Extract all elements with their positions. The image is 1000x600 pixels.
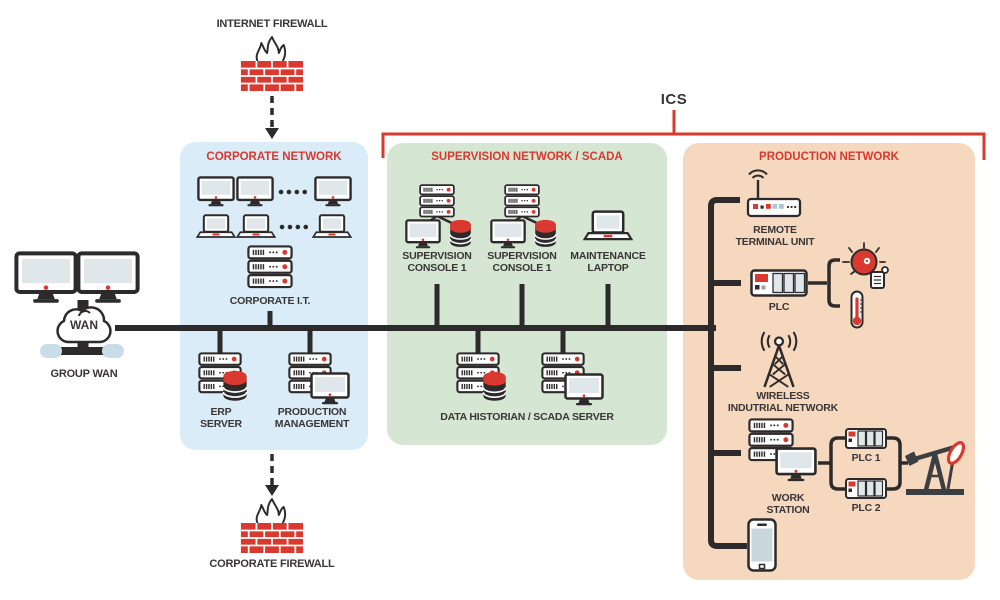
supervision-console-server-icon xyxy=(504,184,540,218)
laptop-icon xyxy=(236,214,276,240)
plc-label: PLC xyxy=(768,301,790,313)
wan-cloud-label: WAN xyxy=(70,318,98,332)
ics-label: ICS xyxy=(660,91,688,108)
data-historian-database-icon xyxy=(482,371,507,403)
maintenance-laptop-label: MAINTENANCE LAPTOP xyxy=(570,250,646,275)
internet-firewall-label: INTERNET FIREWALL xyxy=(216,18,328,30)
workstation-monitor-icon xyxy=(775,447,817,482)
plc1-icon xyxy=(845,428,887,449)
scada-server-monitor-icon xyxy=(564,373,604,406)
desktop-monitor-icon xyxy=(236,176,274,207)
production-network-zone xyxy=(683,143,975,580)
laptop-icon xyxy=(312,214,352,240)
laptop-icon xyxy=(196,214,236,240)
desktop-monitor-icon xyxy=(314,176,352,207)
plc1-label: PLC 1 xyxy=(851,452,881,464)
supervision-console2-label: SUPERVISION CONSOLE 1 xyxy=(487,250,557,275)
supervision-console-server-icon xyxy=(419,184,455,218)
maintenance-laptop-icon xyxy=(583,210,633,243)
production-management-monitor-icon xyxy=(310,372,350,405)
thermometer-icon xyxy=(847,290,867,334)
plc-icon xyxy=(750,269,808,297)
erp-database-icon xyxy=(222,370,248,403)
smartphone-icon xyxy=(747,518,777,572)
group-wan-label: GROUP WAN xyxy=(50,368,118,380)
supervision-console-database-icon xyxy=(534,219,557,249)
supervision-network-title: SUPERVISION NETWORK / SCADA xyxy=(431,151,623,163)
corporate-network-title: CORPORATE NETWORK xyxy=(206,151,342,163)
corporate-firewall-icon xyxy=(238,497,306,555)
radio-tower-icon xyxy=(751,329,807,389)
supervision-console1-label: SUPERVISION CONSOLE 1 xyxy=(402,250,472,275)
wan-monitor-icon xyxy=(76,251,140,304)
erp-server-label: ERP SERVER xyxy=(200,406,242,431)
supervision-console-monitor-icon xyxy=(490,219,526,249)
wan-monitor-icon xyxy=(14,251,78,304)
data-historian-label: DATA HISTORIAN / SCADA SERVER xyxy=(440,411,614,423)
desktop-monitor-icon xyxy=(197,176,235,207)
wireless-network-label: WIRELESS INDUTRIAL NETWORK xyxy=(727,390,839,415)
internet-firewall-icon xyxy=(238,35,306,93)
production-trunk-line xyxy=(708,197,747,549)
corporate-it-server-icon xyxy=(247,245,293,289)
corporate-it-label: CORPORATE I.T. xyxy=(229,295,311,307)
production-management-label: PRODUCTION MANAGEMENT xyxy=(274,406,350,431)
oil-pumpjack-icon xyxy=(904,434,970,496)
supervision-console-monitor-icon xyxy=(405,219,441,249)
production-network-title: PRODUCTION NETWORK xyxy=(759,151,899,163)
wan-cloud-icon xyxy=(48,299,120,349)
plc2-icon xyxy=(845,478,887,499)
remote-terminal-unit-icon xyxy=(742,166,806,218)
alarm-bell-icon xyxy=(840,242,894,292)
workstation-label: WORK STATION xyxy=(766,492,810,517)
plc2-label: PLC 2 xyxy=(851,502,881,514)
corporate-firewall-label: CORPORATE FIREWALL xyxy=(209,558,335,570)
ics-bracket xyxy=(381,132,986,160)
supervision-console-database-icon xyxy=(449,219,472,249)
remote-terminal-unit-label: REMOTE TERMINAL UNIT xyxy=(735,224,815,249)
